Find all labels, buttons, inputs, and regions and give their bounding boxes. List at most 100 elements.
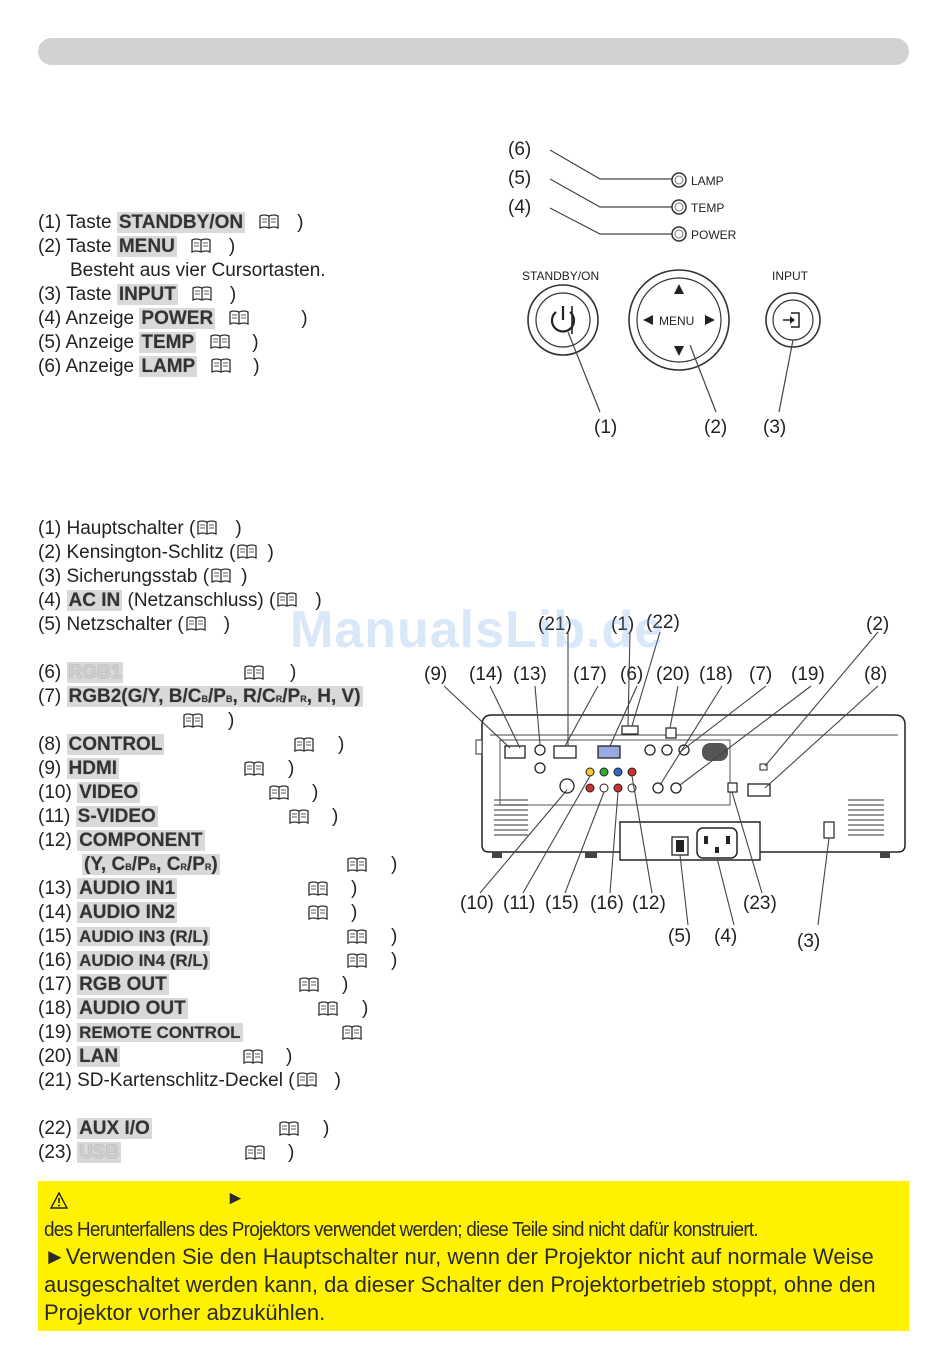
- term-audio-out: AUDIO OUT: [77, 998, 188, 1019]
- callout-5: (5): [508, 168, 531, 189]
- svg-text:(18): (18): [699, 664, 733, 685]
- book-icon: [297, 1072, 317, 1087]
- term-remote-control: REMOTE CONTROL: [77, 1023, 243, 1042]
- svg-text:(1): (1): [611, 614, 634, 635]
- term-ac-in: AC IN: [66, 590, 123, 611]
- hdmi-port[interactable]: [504, 745, 526, 759]
- book-icon: [197, 520, 217, 535]
- section-header-bar: [38, 38, 909, 65]
- svg-text:(11): (11): [503, 893, 535, 914]
- svg-text:(8): (8): [864, 664, 887, 685]
- aux-io-port[interactable]: [621, 725, 639, 735]
- term-s-video: S-VIDEO: [75, 806, 158, 827]
- svg-text:(21): (21): [538, 614, 572, 635]
- book-icon: [269, 785, 289, 800]
- list-note: Besteht aus vier Cursortasten.: [70, 260, 326, 281]
- control-panel-diagram: (6) (5) (4) LAMP TEMP POWER STANDBY/ON I…: [508, 139, 821, 438]
- rear-panel-diagram: (21) (1) (22) (2) (9) (14) (13) (17) (6)…: [424, 612, 906, 952]
- power-indicator: [671, 226, 687, 242]
- list-item: (21) SD-Kartenschlitz-Deckel (): [38, 1070, 341, 1091]
- callout-2: (2): [704, 417, 727, 438]
- list-item: (5) Anzeige TEMP): [38, 332, 259, 353]
- svg-text:(6): (6): [620, 664, 643, 685]
- rear-panel-list-a: (1) Hauptschalter () (2) Kensington-Schl…: [38, 517, 322, 637]
- term-rgb1: RGB1: [66, 662, 124, 683]
- svg-text:POWER: POWER: [691, 228, 737, 242]
- component-jacks[interactable]: [627, 767, 637, 777]
- list-item: (1) Taste STANDBY/ON): [38, 212, 304, 233]
- list-item: (Y, CB/PB, CR/PR)): [82, 854, 398, 875]
- audio-in3-jacks[interactable]: [599, 783, 609, 793]
- svg-text:(22): (22): [646, 612, 680, 633]
- video-jack[interactable]: [585, 767, 595, 777]
- svg-text:(15): (15): [545, 893, 579, 914]
- arrow-left-icon[interactable]: [643, 315, 653, 325]
- term-standby-on: STANDBY/ON: [116, 212, 246, 233]
- book-icon: [210, 334, 230, 349]
- rgb-out-port[interactable]: [553, 745, 577, 759]
- book-icon: [279, 1121, 299, 1136]
- security-bar: [823, 821, 835, 839]
- rgb1-port[interactable]: [597, 745, 621, 759]
- list-item: ): [38, 709, 338, 733]
- audio-out-jack[interactable]: [652, 782, 664, 794]
- svg-text:(4): (4): [714, 926, 737, 947]
- list-item: (22) AUX I/O): [38, 1118, 330, 1139]
- input-icon: [783, 312, 800, 328]
- svg-text:LAMP: LAMP: [691, 174, 724, 188]
- usb-port[interactable]: [727, 782, 738, 793]
- term-video: VIDEO: [77, 782, 141, 803]
- list-item: (19) REMOTE CONTROL: [38, 1021, 378, 1045]
- menu-cursor-pad[interactable]: [628, 269, 730, 371]
- control-port[interactable]: [747, 783, 771, 797]
- lan-port[interactable]: [665, 727, 677, 739]
- arrow-up-icon[interactable]: [674, 284, 684, 294]
- svg-text:(10): (10): [460, 893, 494, 914]
- svg-text:(12): (12): [632, 893, 666, 914]
- book-icon: [294, 737, 314, 752]
- svg-text:(2): (2): [866, 614, 889, 635]
- lamp-indicator: [671, 172, 687, 188]
- term-audio-in3: AUDIO IN3 (R/L): [77, 927, 211, 946]
- warning-line: des Herunterfallens des Projektors verwe…: [44, 1219, 759, 1241]
- book-icon: [318, 1001, 338, 1016]
- rear-panel-list-b: (6) RGB1) (7) RGB2(G/Y, B/CB/PB, R/CR/PR…: [38, 661, 452, 1093]
- book-icon: [347, 929, 367, 944]
- temp-indicator: [671, 199, 687, 215]
- term-component: COMPONENT: [77, 830, 205, 851]
- arrow-right-icon[interactable]: [705, 315, 715, 325]
- audio-in1-jack[interactable]: [534, 762, 546, 774]
- callout-3: (3): [763, 417, 786, 438]
- term-hdmi: HDMI: [66, 758, 120, 779]
- term-component-signals: (Y, CB/PB, CR/PR): [82, 854, 220, 875]
- list-item: (16) AUDIO IN4 (R/L)): [38, 950, 398, 971]
- book-icon: [244, 761, 264, 776]
- list-item: (9) HDMI): [38, 758, 295, 779]
- svg-text:(16): (16): [590, 893, 624, 914]
- book-icon: [308, 881, 328, 896]
- audio-in2-jack[interactable]: [534, 744, 546, 756]
- list-item: (12) COMPONENT: [38, 830, 205, 851]
- book-icon: [259, 214, 279, 229]
- svg-text:(7): (7): [749, 664, 772, 685]
- book-icon: [347, 857, 367, 872]
- book-icon: [289, 809, 309, 824]
- term-aux-io: AUX I/O: [77, 1118, 152, 1139]
- term-lamp: LAMP: [139, 356, 198, 377]
- term-power: POWER: [139, 308, 216, 329]
- vent-grille-left: [494, 799, 528, 836]
- arrow-down-icon[interactable]: [674, 346, 684, 356]
- s-video-port[interactable]: [559, 778, 575, 794]
- remote-control-jack[interactable]: [670, 782, 682, 794]
- book-icon: [192, 286, 212, 301]
- power-icon: [550, 306, 576, 334]
- term-temp: TEMP: [139, 332, 197, 353]
- menu-label: MENU: [659, 314, 694, 328]
- warning-paragraph: ►Verwenden Sie den Hauptschalter nur, we…: [44, 1244, 876, 1325]
- list-item: (20) LAN): [38, 1046, 293, 1067]
- list-item: (14) AUDIO IN2): [38, 902, 358, 923]
- list-item: (13) AUDIO IN1): [38, 878, 358, 899]
- svg-text:(23): (23): [743, 893, 777, 914]
- list-item: (2) Kensington-Schlitz (): [38, 542, 274, 563]
- warning-arrow: ►: [226, 1188, 245, 1209]
